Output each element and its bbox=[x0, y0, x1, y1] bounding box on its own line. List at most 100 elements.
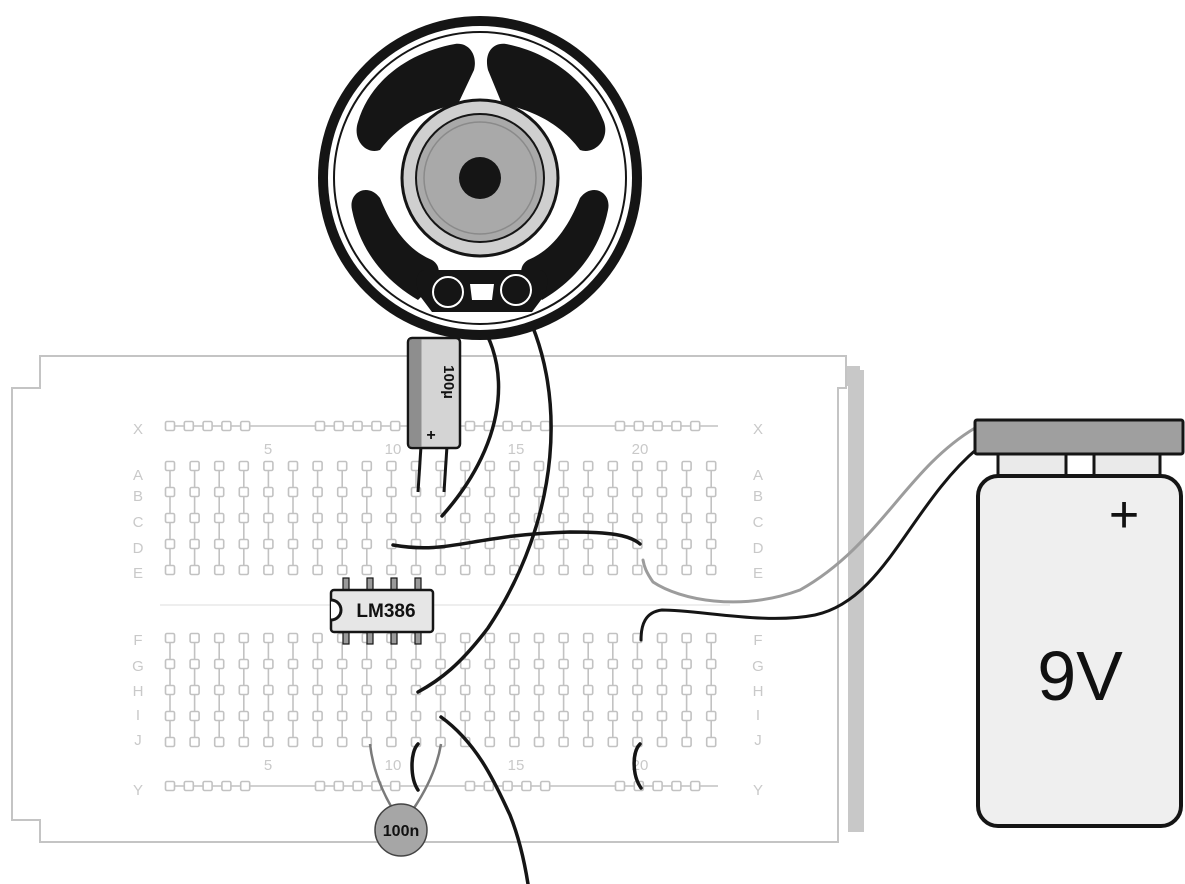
row-label-d-left: D bbox=[133, 540, 144, 557]
breadboard-hole bbox=[582, 632, 594, 644]
rail-label-y-left: Y bbox=[133, 782, 143, 799]
breadboard-hole bbox=[607, 486, 619, 498]
breadboard-hole bbox=[312, 486, 323, 498]
breadboard-hole bbox=[386, 658, 397, 670]
breadboard-hole bbox=[484, 486, 496, 498]
rail-hole bbox=[539, 420, 551, 432]
ic-label: LM386 bbox=[356, 601, 415, 622]
breadboard-hole bbox=[336, 684, 348, 696]
breadboard-hole bbox=[484, 632, 496, 644]
speaker-terminal-left bbox=[432, 276, 464, 308]
rail-hole bbox=[352, 780, 363, 792]
breadboard-hole bbox=[656, 460, 668, 472]
ic-notch bbox=[330, 598, 343, 622]
breadboard-hole bbox=[484, 512, 496, 524]
wires bbox=[391, 298, 980, 884]
breadboard-hole bbox=[582, 486, 594, 498]
breadboard-hole bbox=[509, 632, 520, 644]
breadboard-hole bbox=[238, 512, 250, 524]
breadboard-hole bbox=[213, 512, 225, 524]
breadboard-hole bbox=[484, 710, 496, 722]
breadboard-hole bbox=[386, 564, 397, 576]
breadboard-hole bbox=[533, 632, 545, 644]
speaker-frame-ring bbox=[333, 31, 627, 325]
rail-hole bbox=[689, 780, 701, 792]
capacitor-polarity-mark: + bbox=[426, 427, 435, 444]
rail-hole bbox=[333, 420, 345, 432]
row-label-b-right: B bbox=[753, 488, 763, 505]
breadboard-hole bbox=[705, 736, 717, 748]
breadboard-hole bbox=[263, 684, 274, 696]
rail-hole bbox=[483, 780, 495, 792]
ground-rail-jumper-wire bbox=[632, 742, 643, 790]
breadboard-hole bbox=[312, 538, 323, 550]
breadboard-hole bbox=[459, 564, 471, 576]
breadboard-hole bbox=[410, 658, 422, 670]
rail-hole bbox=[183, 420, 195, 432]
breadboard-hole bbox=[312, 460, 323, 472]
breadboard-hole bbox=[582, 684, 594, 696]
breadboard-hole bbox=[607, 564, 619, 576]
breadboard-hole bbox=[656, 486, 668, 498]
row-label-a-left: A bbox=[133, 467, 143, 484]
breadboard-hole bbox=[312, 632, 323, 644]
speaker bbox=[318, 16, 642, 340]
breadboard-hole bbox=[681, 684, 692, 696]
ceramic-value-label: 100n bbox=[383, 823, 419, 840]
breadboard-hole bbox=[656, 512, 668, 524]
breadboard-hole bbox=[681, 632, 692, 644]
breadboard-hole bbox=[435, 460, 446, 472]
breadboard-hole bbox=[312, 658, 323, 670]
speaker-window-top-right bbox=[486, 43, 606, 151]
column-number-20-top: 20 bbox=[632, 441, 649, 458]
breadboard-hole bbox=[361, 684, 373, 696]
breadboard-hole bbox=[386, 710, 397, 722]
breadboard-hole bbox=[164, 658, 176, 670]
breadboard-hole bbox=[189, 736, 200, 748]
breadboard-hole bbox=[533, 460, 545, 472]
breadboard-hole bbox=[681, 538, 692, 550]
breadboard-hole bbox=[238, 710, 250, 722]
breadboard-hole bbox=[189, 564, 200, 576]
row-label-j-left: J bbox=[134, 732, 142, 749]
breadboard-hole bbox=[533, 736, 545, 748]
breadboard-hole bbox=[287, 460, 299, 472]
breadboard-hole bbox=[263, 460, 274, 472]
rail-hole bbox=[633, 420, 645, 432]
breadboard-hole bbox=[361, 538, 373, 550]
breadboard-hole bbox=[213, 658, 225, 670]
rail-hole bbox=[614, 780, 626, 792]
battery-polarity-mark: + bbox=[1109, 486, 1139, 544]
breadboard-hole bbox=[582, 512, 594, 524]
breadboard-hole bbox=[336, 564, 348, 576]
rail-label-x-right: X bbox=[753, 421, 763, 438]
breadboard-hole bbox=[164, 736, 176, 748]
breadboard-hole bbox=[336, 736, 348, 748]
breadboard-hole bbox=[656, 658, 668, 670]
breadboard-hole bbox=[410, 512, 422, 524]
row-label-f-left: F bbox=[133, 632, 142, 649]
breadboard-hole bbox=[558, 538, 569, 550]
speaker-window-top-left bbox=[356, 43, 475, 151]
audio-input-wire bbox=[439, 715, 530, 884]
capacitor-stripe bbox=[409, 339, 422, 447]
breadboard-hole bbox=[189, 684, 200, 696]
breadboard-hole bbox=[361, 564, 373, 576]
breadboard-hole bbox=[459, 710, 471, 722]
column-number-10-top: 10 bbox=[385, 441, 402, 458]
rail-hole bbox=[389, 780, 401, 792]
breadboard-hole bbox=[558, 710, 569, 722]
capacitor-lead-left bbox=[416, 445, 423, 493]
rail-hole bbox=[464, 780, 476, 792]
breadboard-hole bbox=[238, 632, 250, 644]
breadboard-hole bbox=[459, 512, 471, 524]
ceramic-body bbox=[374, 803, 428, 857]
breadboard-hole bbox=[386, 684, 397, 696]
breadboard-hole bbox=[361, 512, 373, 524]
capacitor-value-label: 100µ bbox=[440, 365, 457, 399]
breadboard-hole bbox=[656, 538, 668, 550]
breadboard-hole bbox=[459, 684, 471, 696]
rail-hole bbox=[689, 420, 701, 432]
breadboard-hole bbox=[484, 564, 496, 576]
breadboard-hole bbox=[287, 632, 299, 644]
